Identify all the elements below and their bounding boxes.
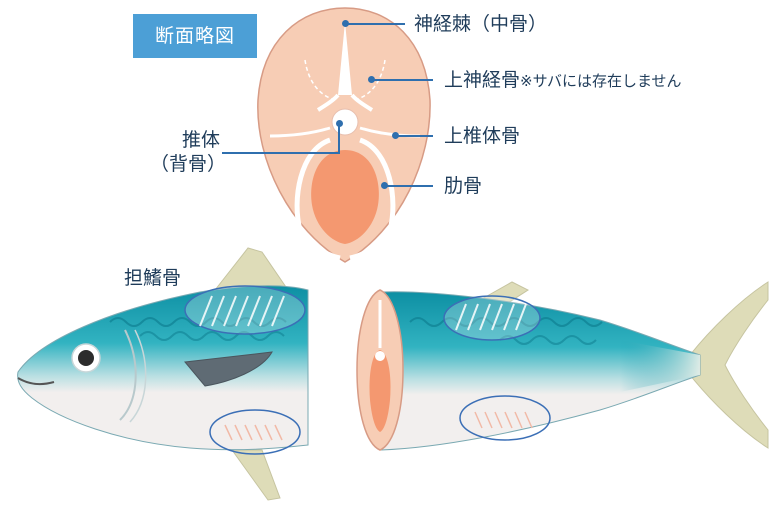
leader-line-neural-spine — [345, 23, 405, 25]
label-pterygiophore: 担鰭骨 — [124, 266, 181, 290]
section-title-badge: 断面略図 — [133, 14, 257, 58]
label-vertebra-line1: 推体 — [164, 128, 226, 152]
label-vertebra-line2: （背骨） — [150, 152, 226, 176]
leader-line-epipleural — [395, 135, 433, 137]
leader-line-rib — [384, 185, 433, 187]
dorsal-fin-front — [215, 248, 288, 290]
fish-tail-half — [357, 282, 768, 450]
label-vertebra: 推体 （背骨） — [164, 128, 226, 176]
label-upper-neural-bone: 上神経骨※サバには存在しません — [444, 68, 682, 93]
label-rib: 肋骨 — [444, 174, 482, 198]
pterygiophore-highlight-top-left — [185, 286, 305, 334]
label-epipleural-bone: 上椎体骨 — [444, 124, 520, 148]
label-upper-neural-note: ※サバには存在しません — [520, 72, 682, 90]
pupil — [78, 350, 94, 366]
leader-line-vertebra-v — [338, 123, 340, 153]
tail-fin — [690, 282, 768, 448]
leader-line-vertebra-h — [222, 152, 340, 154]
label-neural-spine: 神経棘（中骨） — [414, 12, 547, 36]
pterygiophore-highlight-top-right — [444, 296, 540, 340]
ventral-fin — [232, 450, 280, 500]
leader-line-upper-neural — [371, 79, 433, 81]
